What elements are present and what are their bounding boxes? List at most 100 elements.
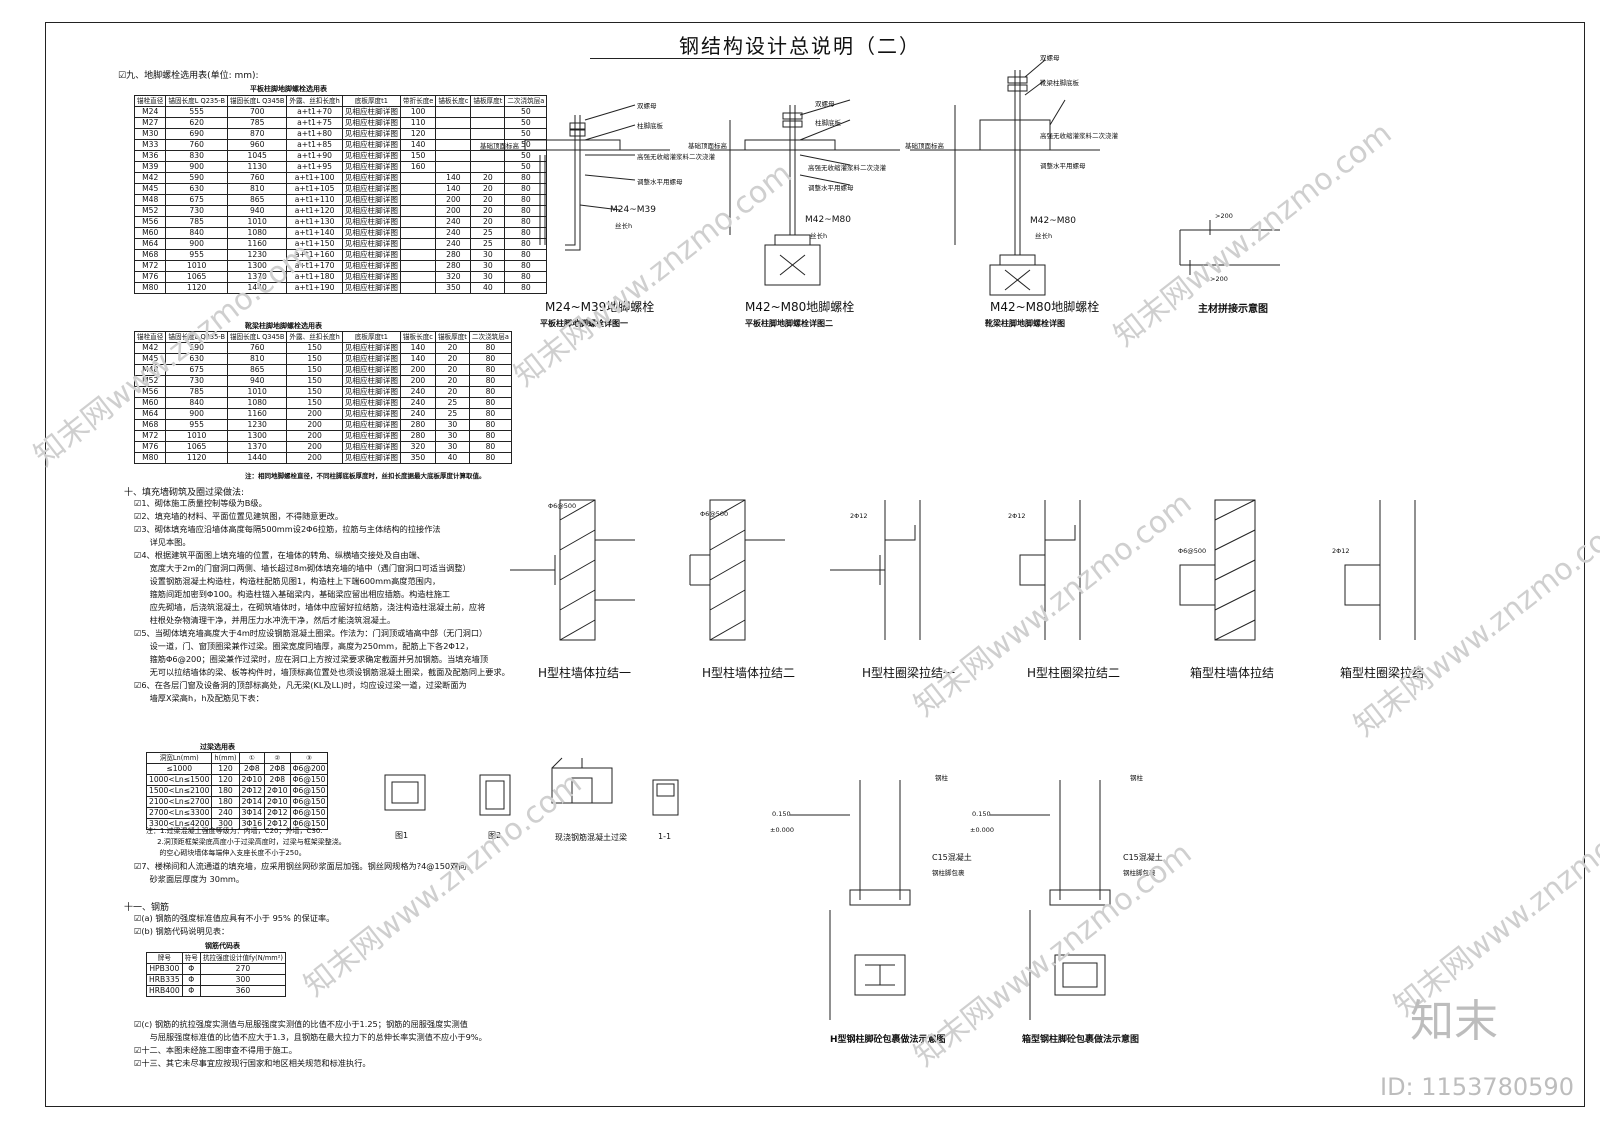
table-a-caption: 平板柱脚地脚螺栓选用表: [250, 85, 327, 93]
table-cell: 80: [468, 419, 512, 431]
table-cell: M80: [133, 452, 167, 464]
table-cell: [399, 183, 437, 195]
label-phi6-2: Φ6@500: [700, 510, 729, 518]
table-d-caption: 钢筋代码表: [205, 942, 240, 950]
section-10-item-7: ☑7、楼梯间和人流通道的填充墙，应采用钢丝网砂浆面层加强。钢丝网规格为?4@15…: [134, 861, 475, 884]
table-cell: 240: [435, 227, 472, 239]
table-cell: 180: [211, 796, 240, 808]
table-cell: 150: [286, 375, 343, 387]
image-id: ID: 1153780590: [1380, 1073, 1574, 1101]
label-m42-3: M42~M80: [1030, 216, 1076, 226]
table-cell: 1440: [226, 282, 288, 294]
table-cell: a+t1+120: [286, 205, 343, 217]
section-11-b: ☑(b) 钢筋代码说明见表：: [134, 926, 230, 936]
header-cell: 外露、丝扣长度h: [286, 331, 343, 343]
table-cell: 1000<Ln≤1500: [145, 774, 213, 786]
label-steel-col-h: 钢柱: [935, 774, 948, 782]
drawing-frame: [45, 22, 1585, 1107]
table-cell: M36: [133, 150, 167, 162]
table-cell: 见相应柱脚详图: [341, 227, 401, 239]
table-cell: 见相应柱脚详图: [341, 260, 401, 272]
table-cell: 630: [165, 183, 228, 195]
table-cell: 240: [435, 238, 472, 250]
table-cell: 200: [286, 441, 343, 453]
header-cell: 牌号: [146, 952, 183, 964]
table-cell: 1130: [226, 161, 288, 173]
table-cell: M76: [133, 441, 167, 453]
table-cell: 675: [165, 364, 228, 376]
table-cell: M72: [133, 260, 167, 272]
table-cell: 见相应柱脚详图: [341, 408, 401, 420]
table-cell: 3Φ16: [238, 818, 266, 830]
table-cell: M60: [133, 227, 167, 239]
table-cell: a+t1+140: [286, 227, 343, 239]
table-cell: M45: [133, 353, 167, 365]
table-cell: 270: [199, 963, 286, 975]
table-cell: 730: [165, 205, 228, 217]
table-cell: 见相应柱脚详图: [341, 441, 401, 453]
table-cell: 785: [165, 386, 228, 398]
table-cell: Φ6@200: [289, 763, 329, 775]
table-cell: 见相应柱脚详图: [341, 216, 401, 228]
label-elev0-box: ±0.000: [970, 826, 995, 834]
table-cell: Φ6@150: [289, 807, 329, 819]
table-cell: Φ6@150: [289, 785, 329, 797]
table-b-caption: 靴梁柱脚地脚螺栓选用表: [245, 322, 322, 330]
table-cell: 955: [165, 249, 228, 261]
table-cell: 见相应柱脚详图: [341, 353, 401, 365]
table-cell: 590: [165, 342, 228, 354]
table-cell: [399, 216, 437, 228]
table-cell: 140: [399, 139, 437, 151]
table-cell: 350: [399, 452, 436, 464]
table-cell: [399, 227, 437, 239]
table-cell: 150: [286, 342, 343, 354]
table-cell: a+t1+75: [286, 117, 343, 129]
table-cell: 1230: [226, 249, 288, 261]
lintel-notes: 注：1.过梁混凝土强度等级为：内墙，C20；外墙，C30. 2.洞顶距框架梁底高…: [146, 827, 346, 857]
table-cell: 见相应柱脚详图: [341, 375, 401, 387]
table-cell: 200: [286, 408, 343, 420]
table-cell: 2Φ8: [238, 763, 266, 775]
table-cell: Φ6@150: [289, 796, 329, 808]
label-level-nut-3: 调整水平用螺母: [1040, 162, 1086, 170]
section-11-c: ☑(c) 钢筋的抗拉强度实测值与屈服强度实测值的比值不应小于1.25；钢筋的屈服…: [134, 1019, 487, 1042]
cast-lintel-sketch: [551, 757, 613, 804]
table-cell: 80: [468, 441, 512, 453]
table-cell: 30: [470, 271, 506, 283]
label-c15-h: C15混凝土: [932, 853, 972, 862]
table-cell: 865: [226, 194, 288, 206]
table-cell: 见相应柱脚详图: [341, 172, 401, 184]
table-cell: 150: [286, 397, 343, 409]
table-cell: 见相应柱脚详图: [341, 117, 401, 129]
table-cell: a+t1+100: [286, 172, 343, 184]
table-cell: 见相应柱脚详图: [341, 161, 401, 173]
table-cell: 1010: [226, 386, 288, 398]
section-10-heading: 十、填充墙砌筑及圈过梁做法:: [124, 488, 245, 498]
label-elev150-h: 0.150: [772, 810, 791, 818]
table-cell: 80: [468, 430, 512, 442]
table-cell: 2Φ14: [238, 796, 266, 808]
table-cell: 见相应柱脚详图: [341, 249, 401, 261]
table-cell: 675: [165, 194, 228, 206]
table-cell: 590: [165, 172, 228, 184]
fig1-caption: 图1: [395, 831, 409, 840]
table-cell: 840: [165, 227, 228, 239]
table-cell: 200: [286, 452, 343, 464]
table-cell: 200: [286, 430, 343, 442]
section-11-a: ☑(a) 钢筋的强度标准值应具有不小于 95% 的保证率。: [134, 913, 335, 923]
tie6-caption: 箱型柱圈梁拉结: [1340, 666, 1425, 680]
table-cell: 见相应柱脚详图: [341, 238, 401, 250]
table-cell: 2Φ12: [264, 807, 291, 819]
table-cell: M45: [133, 183, 167, 195]
table-cell: 2Φ12: [264, 818, 291, 830]
section-1-1-sketch: [652, 779, 679, 816]
table-cell: a+t1+180: [286, 271, 343, 283]
